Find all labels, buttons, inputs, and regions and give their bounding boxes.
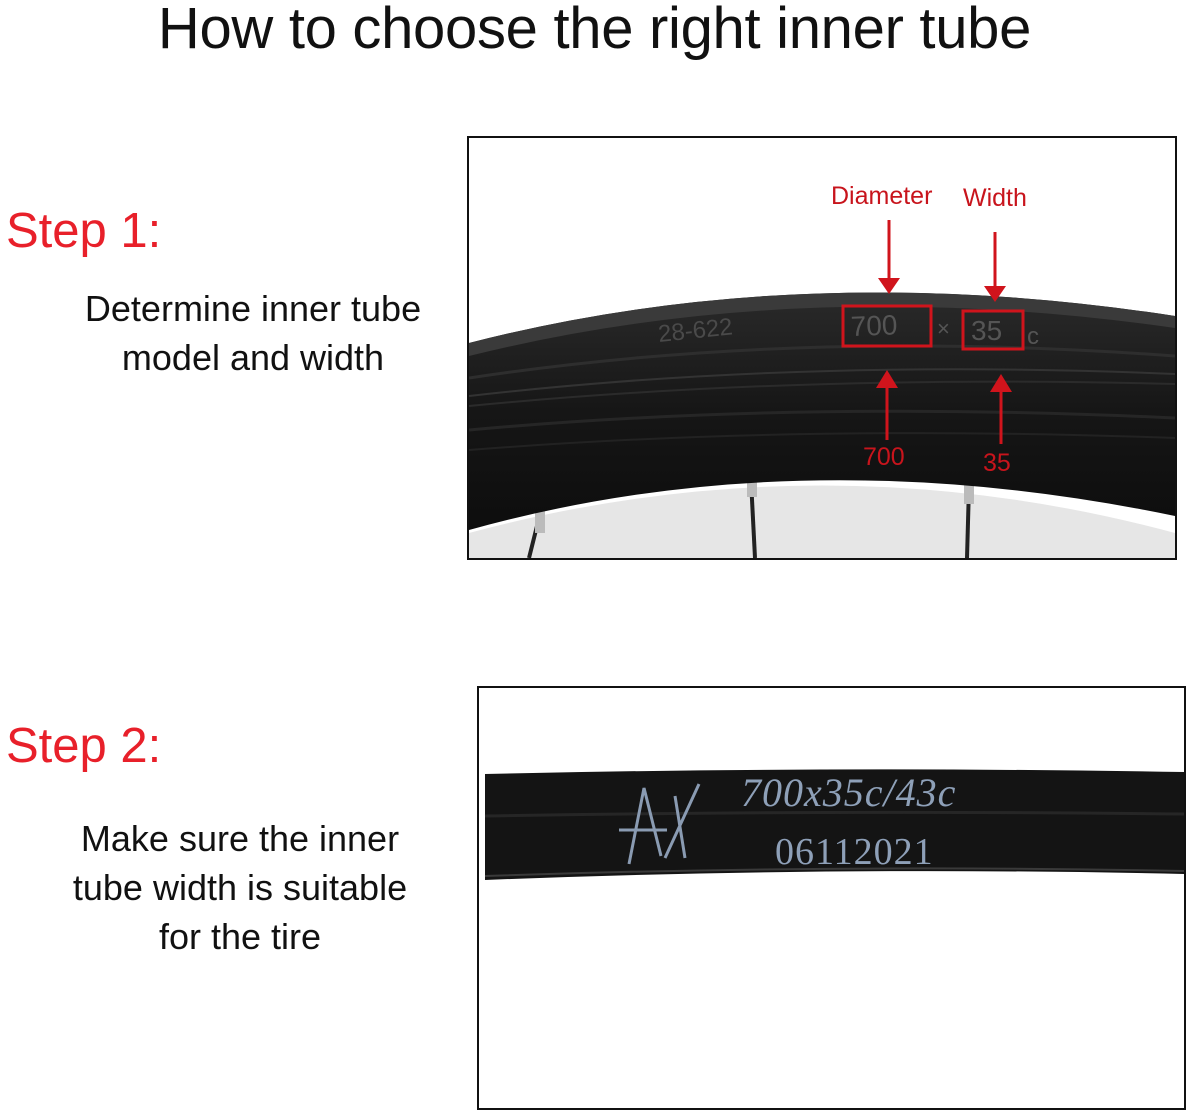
spoke-nipple — [535, 511, 545, 533]
step-1-description-line-1: Determine inner tube — [84, 288, 422, 329]
tire-width-marking: 35 — [971, 315, 1002, 346]
width-label: Width — [963, 184, 1027, 212]
step-1-description: Determine inner tube model and width — [48, 284, 458, 382]
inner-tube-illustration: 700x35c/43c 06112021 — [479, 688, 1184, 1108]
width-value-label: 35 — [983, 449, 1011, 477]
step-1-description-line-2: model and width — [121, 337, 385, 378]
diameter-highlight-box — [841, 304, 933, 348]
sidewall-groove — [469, 344, 1175, 380]
tube-size-marking: 700x35c/43c — [741, 770, 956, 815]
tire-tread — [469, 292, 1175, 356]
diameter-value-label: 700 — [863, 443, 905, 471]
spoke-nipple — [747, 473, 757, 497]
sidewall-groove — [469, 409, 1175, 432]
tire-separator-marking: × — [937, 316, 950, 341]
inner-tube-seam — [484, 810, 1184, 818]
inner-tube-edge — [484, 867, 1184, 877]
tire-suffix-marking: c — [1027, 323, 1039, 350]
tube-code-marking: 06112021 — [775, 831, 934, 873]
sidewall-groove — [469, 432, 1175, 451]
sidewall-groove — [469, 368, 1175, 397]
width-highlight-box — [961, 309, 1025, 351]
diameter-arrowhead-up — [876, 370, 898, 388]
step-2-description-line-2: tube width is suitable — [72, 867, 408, 908]
diameter-arrowhead-down — [878, 278, 900, 294]
page-title: How to choose the right inner tube — [157, 0, 1032, 61]
width-arrowhead-down — [984, 286, 1006, 302]
diameter-label: Diameter — [831, 182, 933, 210]
width-arrowhead-up — [990, 374, 1012, 392]
sidewall-groove — [469, 380, 1175, 407]
step-2-label: Step 2: — [6, 719, 162, 773]
step-2-description-line-1: Make sure the inner — [80, 818, 400, 859]
step-1-label: Step 1: — [6, 204, 162, 258]
tire-diameter-marking: 700 — [850, 309, 898, 342]
inner-tube-photo-panel: 700x35c/43c 06112021 — [477, 686, 1186, 1110]
step-2-description: Make sure the inner tube width is suitab… — [30, 814, 450, 961]
tire-photo-panel: 28-622 700 × 35 c Diameter Width 700 35 — [467, 136, 1177, 560]
brand-logo-icon — [619, 783, 701, 865]
rim-area — [469, 485, 1175, 558]
spoke-nipple — [964, 480, 974, 504]
step-2-description-line-3: for the tire — [158, 916, 322, 957]
panel-background — [479, 688, 1184, 1108]
tire-illustration: 28-622 700 × 35 c — [469, 138, 1175, 558]
